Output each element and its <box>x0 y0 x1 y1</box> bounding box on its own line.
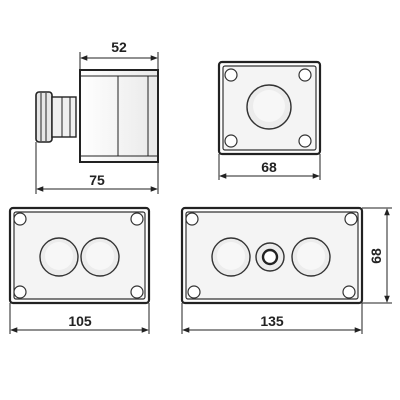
dim-side-depth: 52 <box>111 39 127 55</box>
screw-hole-icon <box>187 285 201 299</box>
single-front-view: 68 <box>217 60 322 180</box>
screw-hole-icon <box>13 285 27 299</box>
side-body <box>79 69 159 163</box>
double-front-view: 105 <box>8 206 151 334</box>
indicator-lens-icon <box>261 248 279 266</box>
screw-hole-icon <box>185 212 199 226</box>
triple-front-view: 135 68 <box>180 206 392 334</box>
dim-height: 68 <box>368 248 384 264</box>
side-button-cap <box>35 91 53 143</box>
screw-hole-icon <box>224 68 238 82</box>
screw-hole-icon <box>298 134 312 148</box>
double-enclosure-face <box>13 211 146 300</box>
screw-hole-icon <box>130 285 144 299</box>
screw-hole-icon <box>342 285 356 299</box>
screw-hole-icon <box>224 134 238 148</box>
dim-side-total: 75 <box>89 172 105 188</box>
side-button-collar <box>51 96 77 138</box>
screw-hole-icon <box>13 212 27 226</box>
dim-single-width: 68 <box>261 159 277 175</box>
dim-double-width: 105 <box>68 313 92 329</box>
screw-hole-icon <box>130 212 144 226</box>
screw-hole-icon <box>298 68 312 82</box>
screw-hole-icon <box>344 212 358 226</box>
dim-triple-width: 135 <box>260 313 284 329</box>
side-view: 52 75 <box>35 39 159 194</box>
